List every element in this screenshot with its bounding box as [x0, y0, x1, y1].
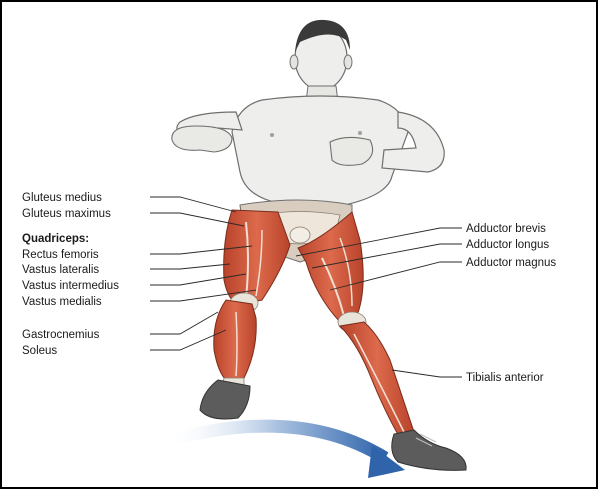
labels-left: Gluteus medius Gluteus maximus Quadricep…: [22, 192, 119, 357]
label-quadriceps-heading: Quadriceps:: [22, 233, 89, 245]
label-gluteus-maximus: Gluteus maximus: [22, 208, 111, 220]
label-vastus-intermedius: Vastus intermedius: [22, 280, 119, 292]
upper-body: [172, 20, 444, 205]
label-adductor-brevis: Adductor brevis: [466, 223, 546, 235]
label-adductor-longus: Adductor longus: [466, 239, 549, 251]
label-tibialis-anterior: Tibialis anterior: [466, 372, 544, 384]
label-vastus-medialis: Vastus medialis: [22, 296, 102, 308]
label-adductor-magnus: Adductor magnus: [466, 257, 556, 269]
labels-right: Adductor brevis Adductor longus Adductor…: [466, 223, 556, 384]
label-gastrocnemius: Gastrocnemius: [22, 329, 100, 341]
label-rectus-femoris: Rectus femoris: [22, 249, 99, 261]
label-soleus: Soleus: [22, 345, 57, 357]
label-gluteus-medius: Gluteus medius: [22, 192, 102, 204]
motion-arrow: [170, 426, 405, 478]
label-vastus-lateralis: Vastus lateralis: [22, 264, 99, 276]
